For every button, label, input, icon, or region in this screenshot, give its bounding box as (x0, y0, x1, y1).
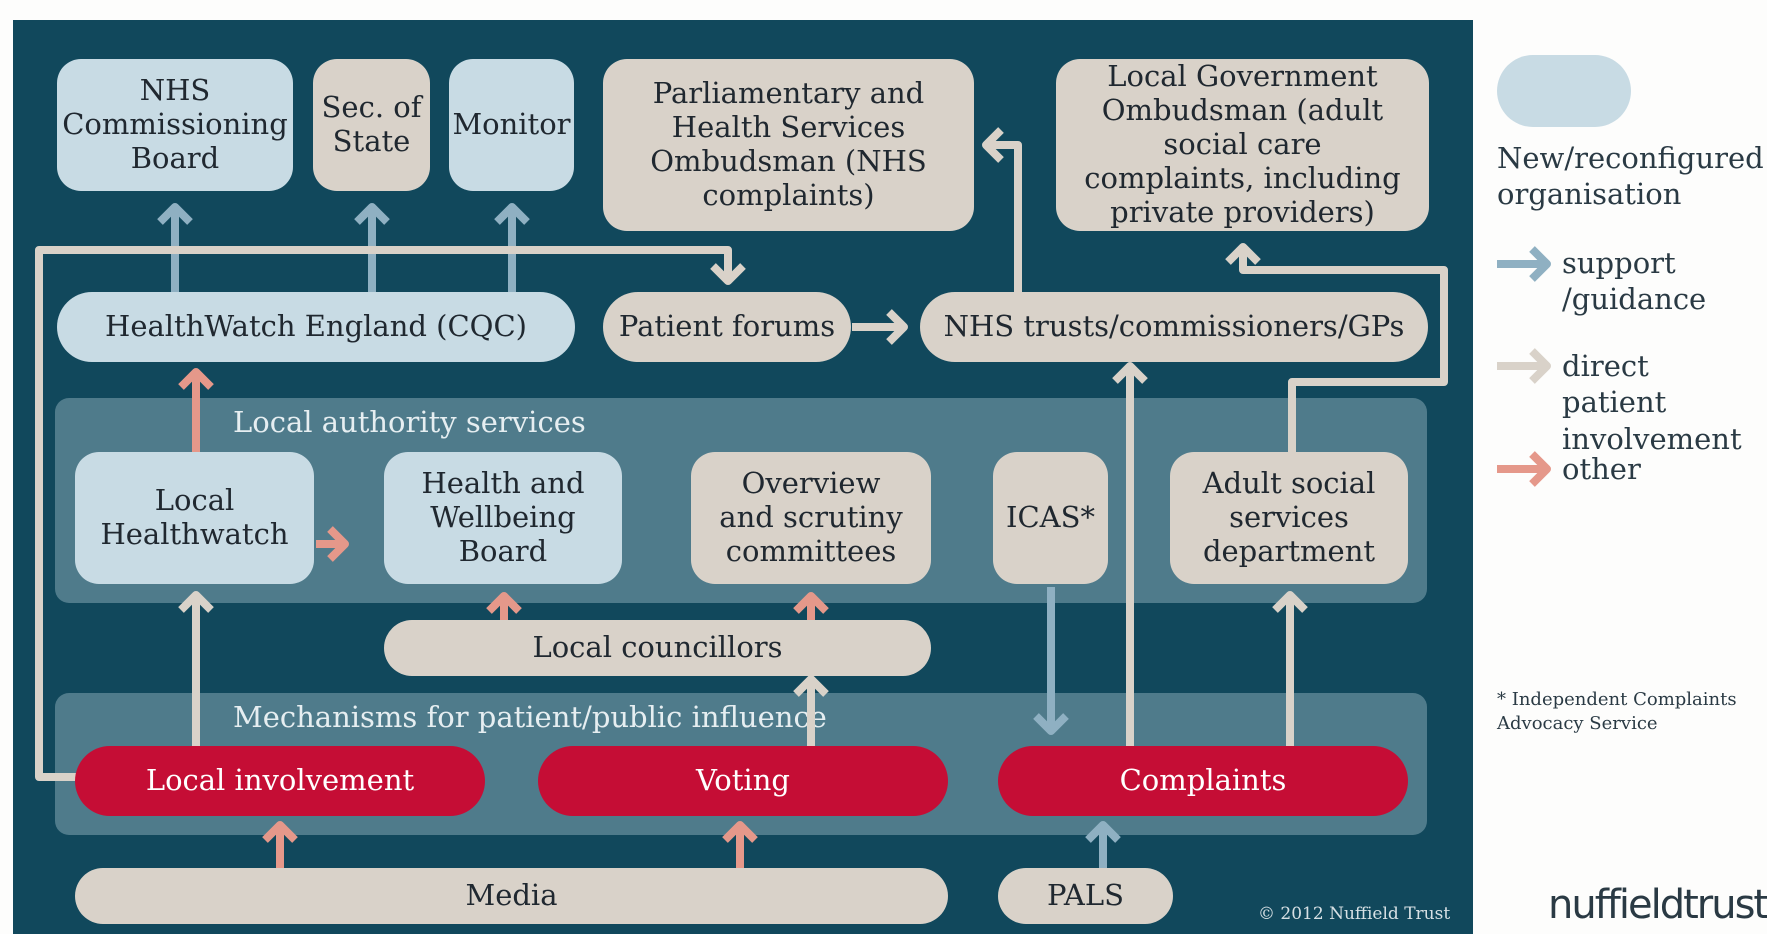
arrow-voting-to-councillors (793, 675, 829, 746)
arrow-media-to-voting (722, 821, 758, 868)
patient-forums: Patient forums (603, 292, 851, 362)
media: Media (75, 868, 948, 924)
legend-other-arrow (1497, 451, 1551, 487)
copyright: © 2012 Nuffield Trust (1258, 904, 1451, 924)
legend-other-label: other (1562, 452, 1641, 486)
nhs-trusts-commissioners-gps: NHS trusts/commissioners/GPs (920, 292, 1428, 362)
arrow-local-hw-to-hwe (178, 368, 214, 452)
local-authority-label: Local authority services (233, 405, 586, 439)
adult-social-services-department: Adult social services department (1170, 452, 1408, 584)
legend-direct-arrow (1497, 348, 1551, 384)
arrow-local-involvement-loop (35, 246, 746, 781)
arrow-local-hw-to-hwb (316, 526, 349, 562)
legend-support-arrow (1497, 246, 1551, 282)
arrow-councillors-to-hwb (486, 592, 522, 620)
overview-scrutiny-committees: Overview and scrutiny committees (691, 452, 931, 584)
arrow-pals-to-complaints (1085, 821, 1121, 868)
ombudsman-phso: Parliamentary and Health Services Ombuds… (603, 59, 974, 231)
nhs-commissioning-board: NHS Commissioning Board (57, 59, 293, 191)
health-and-wellbeing-board: Health and Wellbeing Board (384, 452, 622, 584)
monitor: Monitor (449, 59, 574, 191)
arrow-trusts-to-phso (982, 127, 1022, 292)
arrow-local-involvement-to-healthwatch (178, 591, 214, 746)
local-involvement: Local involvement (75, 746, 485, 816)
healthwatch-england: HealthWatch England (CQC) (57, 292, 575, 362)
legend-support-label: support /guidance (1562, 246, 1707, 317)
local-councillors: Local councillors (384, 620, 931, 676)
local-government-ombudsman: Local Government Ombudsman (adult social… (1056, 59, 1429, 231)
pals: PALS (998, 868, 1173, 924)
legend-new-org-label: New/reconfigured organisation (1497, 141, 1764, 212)
legend-new-org-swatch (1497, 55, 1631, 127)
arrow-complaints-to-adult-social (1272, 591, 1308, 746)
arrow-icas-to-complaints (1033, 587, 1069, 735)
voting: Voting (538, 746, 948, 816)
arrow-media-to-local-involvement (262, 821, 298, 868)
complaints: Complaints (998, 746, 1408, 816)
icas: ICAS* (993, 452, 1108, 584)
sec-of-state: Sec. of State (313, 59, 430, 191)
mechanisms-label: Mechanisms for patient/public influence (233, 700, 827, 734)
footnote-icas: * Independent Complaints Advocacy Servic… (1497, 689, 1737, 735)
arrow-complaints-to-trusts (1112, 362, 1148, 746)
arrow-adult-social-to-lgo (1225, 243, 1448, 452)
arrow-forums-to-trusts (852, 309, 908, 345)
arrow-councillors-to-overview (793, 592, 829, 620)
nuffield-trust-logo: nuffieldtrust (1548, 882, 1767, 928)
legend-direct-label: direct patient involvement (1562, 349, 1742, 456)
local-healthwatch: Local Healthwatch (75, 452, 314, 584)
